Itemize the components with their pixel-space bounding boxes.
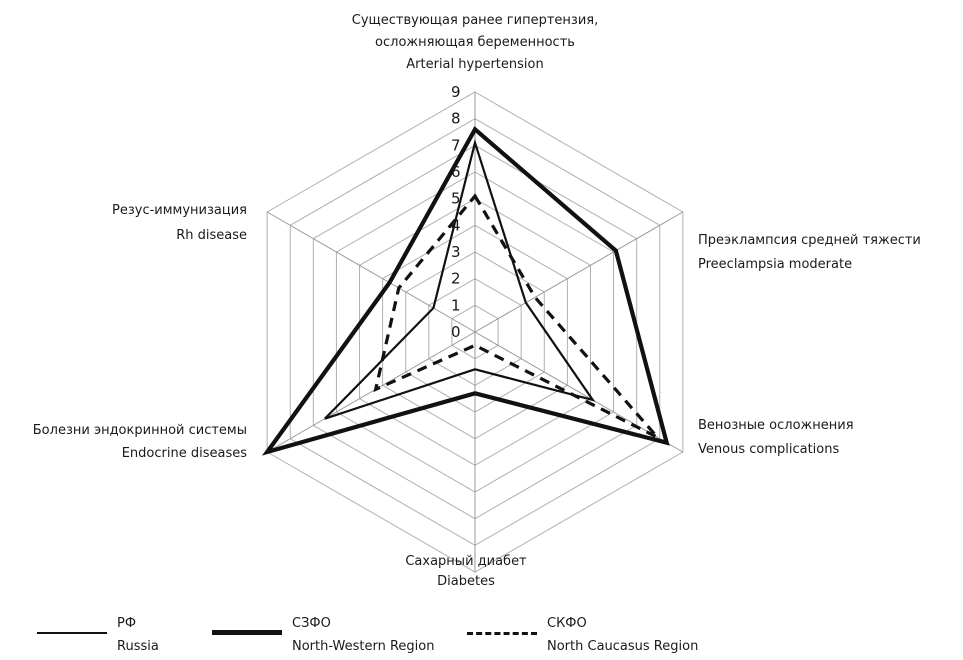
tick-label-8: 8	[451, 110, 461, 128]
axis-label-0-line-0: Существующая ранее гипертензия,	[352, 13, 598, 28]
legend-item-north-western: СЗФО North-Western Region	[212, 612, 472, 656]
tick-label-2: 2	[451, 270, 461, 288]
axis-label-2-line-0: Венозные осложнения	[698, 418, 854, 433]
axis-label-3-line-0: Сахарный диабет	[405, 554, 527, 569]
legend-label-north-caucasus-ru: СКФО	[547, 616, 587, 631]
series-line-russia	[324, 138, 596, 420]
axis-label-0-line-2: Arterial hypertension	[406, 57, 543, 72]
tick-label-1: 1	[451, 296, 461, 314]
legend-label-north-western-en: North-Western Region	[292, 639, 435, 654]
legend-label-north-caucasus-en: North Caucasus Region	[547, 639, 699, 654]
axis-spoke-1	[474, 211, 684, 333]
axis-label-1-line-1: Preeclampsia moderate	[698, 257, 852, 272]
radar-chart: 0 1 2 3 4 5 6 7 8 9 Существующая ранее гипертензия…	[33, 13, 921, 589]
tick-label-5: 5	[451, 190, 461, 208]
axis-spoke-5	[266, 211, 476, 333]
legend-item-north-caucasus: СКФО North Caucasus Region	[467, 612, 727, 656]
tick-label-9: 9	[451, 83, 461, 101]
legend-swatch-russia	[37, 632, 107, 634]
axis-label-4-line-1: Endocrine diseases	[122, 446, 248, 461]
axis-label-4-line-0: Болезни эндокринной системы	[33, 423, 247, 438]
axis-spoke-4	[266, 331, 476, 453]
tick-label-4: 4	[451, 216, 461, 234]
axis-label-5-line-0: Резус-иммунизация	[112, 203, 247, 218]
legend-swatch-north-caucasus	[467, 632, 537, 635]
axis-label-2-line-1: Venous complications	[698, 442, 839, 457]
axis-label-3-line-1: Diabetes	[437, 574, 495, 589]
tick-label-7: 7	[451, 136, 461, 154]
legend-swatch-north-western	[212, 630, 282, 635]
legend-label-russia-ru: РФ	[117, 616, 137, 631]
axis-label-0-line-1: осложняющая беременность	[375, 35, 575, 50]
legend-label-north-western-ru: СЗФО	[292, 616, 331, 631]
axis-label-1-line-0: Преэклампсия средней тяжести	[698, 233, 921, 248]
series-line-north-western-region	[261, 126, 670, 456]
axis-label-5-line-1: Rh disease	[176, 228, 247, 243]
legend-item-russia: РФ Russia	[37, 612, 237, 656]
tick-label-0: 0	[451, 323, 461, 341]
series-line-north-caucasus-region	[373, 193, 659, 439]
tick-label-6: 6	[451, 163, 461, 181]
tick-label-3: 3	[451, 243, 461, 261]
legend-label-russia-en: Russia	[117, 639, 159, 654]
